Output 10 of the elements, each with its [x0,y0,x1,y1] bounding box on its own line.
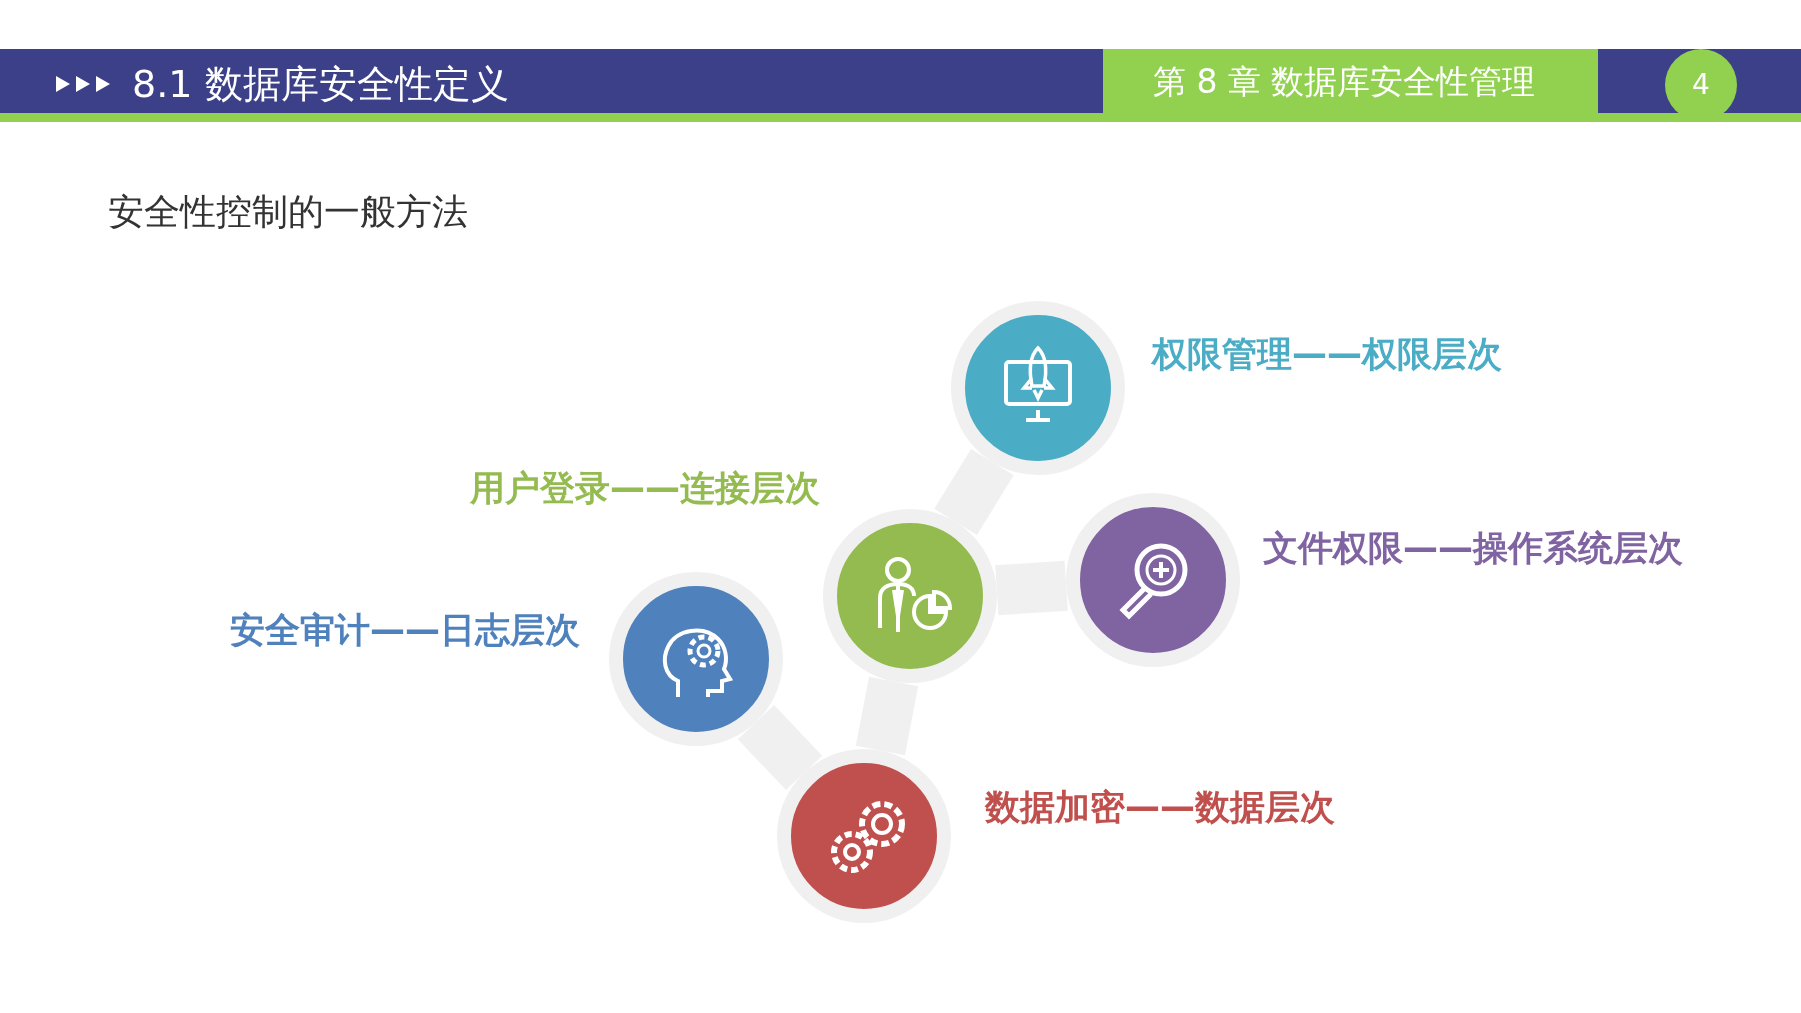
item-label: 安全审计——日志层次 [230,610,580,650]
item-label: 数据加密——数据层次 [985,787,1335,827]
item-label: 权限管理——权限层次 [1152,334,1502,374]
connector-band [934,449,1014,535]
section-title: 8.1 数据库安全性定义 [132,62,509,106]
item-label: 文件权限——操作系统层次 [1263,528,1683,568]
subtitle: 安全性控制的一般方法 [108,190,468,234]
chapter-title: 第 8 章 数据库安全性管理 [1153,61,1536,103]
connector-band [737,704,823,791]
item-label: 用户登录——连接层次 [470,468,820,508]
